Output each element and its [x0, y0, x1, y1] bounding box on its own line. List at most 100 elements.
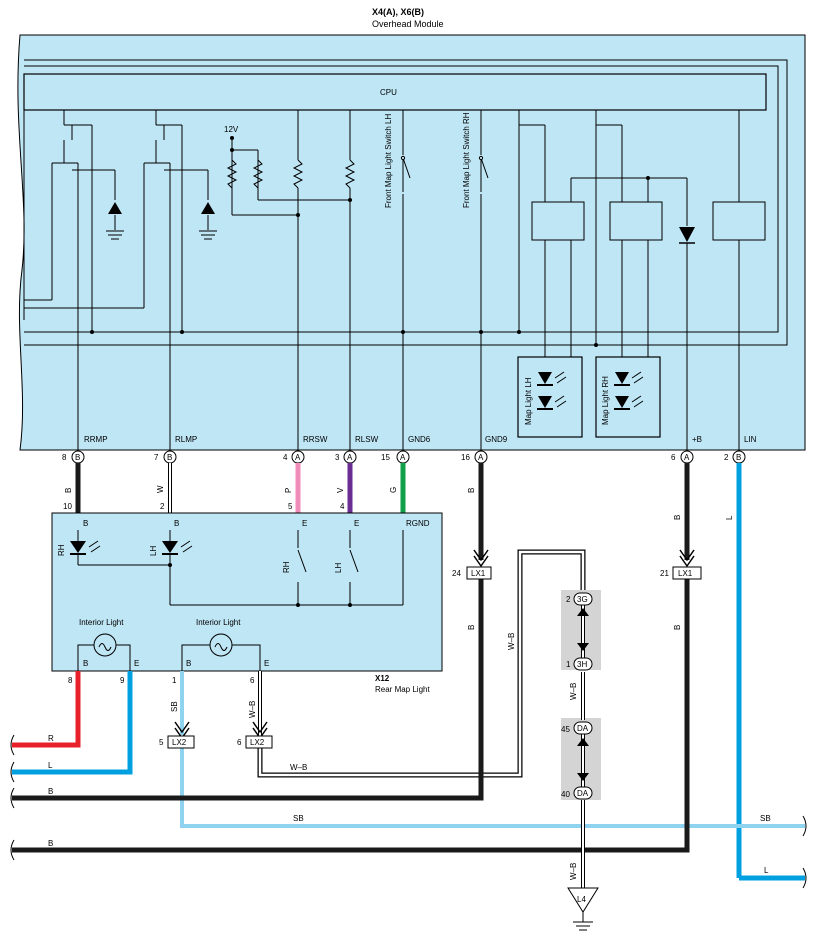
- svg-text:6: 6: [671, 453, 676, 462]
- x12-code: X12: [375, 674, 390, 683]
- term-lin: LIN: [744, 435, 757, 444]
- svg-text:3G: 3G: [577, 595, 588, 604]
- svg-text:3: 3: [335, 453, 340, 462]
- svg-text:SB: SB: [760, 814, 771, 823]
- svg-text:B: B: [673, 625, 682, 630]
- connector-3g: 2 3G: [566, 592, 593, 606]
- ground-l4: L4: [567, 887, 599, 931]
- term-rlsw: RLSW: [355, 435, 379, 444]
- svg-text:2: 2: [566, 595, 571, 604]
- svg-text:B: B: [83, 519, 88, 528]
- module-code: X4(A), X6(B): [372, 7, 424, 17]
- connector-lx1-b: 21 LX1: [660, 549, 702, 580]
- svg-text:6: 6: [250, 676, 255, 685]
- wires-upper: [75, 463, 805, 881]
- connector-da-top: 45 DA: [561, 721, 593, 735]
- svg-text:21: 21: [660, 569, 669, 578]
- svg-text:2: 2: [160, 502, 165, 511]
- overhead-module: CPU: [17, 34, 806, 455]
- svg-text:16: 16: [461, 453, 470, 462]
- svg-text:SB: SB: [170, 701, 179, 712]
- svg-text:L: L: [48, 761, 53, 770]
- svg-text:R: R: [48, 734, 54, 743]
- module-name: Overhead Module: [372, 19, 444, 29]
- svg-text:L4: L4: [577, 895, 586, 904]
- svg-text:DA: DA: [577, 789, 589, 798]
- wire-color-labels: B W P V G B B L: [64, 485, 734, 520]
- svg-text:24: 24: [452, 569, 461, 578]
- svg-text:10: 10: [63, 502, 72, 511]
- connector-lx1-gnd: 24 LX1: [452, 549, 492, 580]
- svg-text:B: B: [64, 488, 73, 493]
- svg-text:Interior Light: Interior Light: [196, 618, 241, 627]
- svg-text:LX2: LX2: [172, 738, 187, 747]
- svg-text:B: B: [174, 519, 179, 528]
- svg-text:7: 7: [154, 453, 159, 462]
- svg-text:45: 45: [561, 725, 570, 734]
- map-light-lh-label: Map Light LH: [524, 377, 533, 425]
- term-rrmp: RRMP: [84, 435, 108, 444]
- svg-text:A: A: [684, 453, 690, 462]
- svg-text:B: B: [48, 839, 53, 848]
- cpu-label: CPU: [380, 88, 397, 97]
- svg-text:6: 6: [237, 738, 242, 747]
- svg-text:A: A: [347, 453, 353, 462]
- svg-text:LH: LH: [149, 546, 158, 556]
- svg-text:W–B: W–B: [290, 763, 307, 772]
- svg-text:Interior Light: Interior Light: [79, 618, 124, 627]
- connector-lx2-sb: 5 LX2: [159, 721, 195, 749]
- svg-text:2: 2: [724, 453, 729, 462]
- svg-text:RGND: RGND: [406, 519, 430, 528]
- svg-text:4: 4: [340, 502, 345, 511]
- connector-3h: 1 3H: [566, 657, 593, 671]
- term-rlmp: RLMP: [175, 435, 197, 444]
- svg-text:A: A: [400, 453, 406, 462]
- svg-text:P: P: [284, 488, 293, 493]
- svg-text:W–B: W–B: [569, 683, 578, 700]
- svg-text:5: 5: [159, 738, 164, 747]
- svg-text:W–B: W–B: [248, 701, 257, 718]
- svg-text:B: B: [83, 659, 88, 668]
- lower-wire-labels: R L B B SB SB L W–B B B SB W–B W–B W–B W…: [48, 625, 771, 880]
- map-light-rh-label: Map Light RH: [601, 376, 610, 425]
- svg-text:L: L: [764, 866, 769, 875]
- svg-text:E: E: [302, 519, 307, 528]
- svg-text:LX1: LX1: [471, 569, 486, 578]
- svg-text:E: E: [264, 659, 269, 668]
- svg-text:B: B: [48, 787, 53, 796]
- svg-text:SB: SB: [293, 814, 304, 823]
- svg-text:15: 15: [381, 453, 390, 462]
- svg-text:9: 9: [120, 676, 125, 685]
- term-gnd6: GND6: [408, 435, 431, 444]
- svg-text:W: W: [156, 485, 165, 493]
- svg-text:1: 1: [566, 660, 571, 669]
- connector-lx2-wb: 6 LX2: [237, 721, 273, 749]
- svg-text:1: 1: [172, 676, 177, 685]
- svg-text:B: B: [75, 453, 80, 462]
- term-plusb: +B: [692, 435, 702, 444]
- svg-text:G: G: [389, 487, 398, 493]
- svg-text:40: 40: [561, 790, 570, 799]
- term-gnd9: GND9: [485, 435, 508, 444]
- term-rrsw: RRSW: [303, 435, 328, 444]
- svg-text:L: L: [725, 515, 734, 520]
- svg-text:3H: 3H: [577, 660, 587, 669]
- wires-lower: [12, 549, 805, 853]
- svg-text:W–B: W–B: [507, 633, 516, 650]
- svg-text:E: E: [354, 519, 359, 528]
- svg-text:B: B: [167, 453, 172, 462]
- harness-edge-marks: [10, 734, 807, 889]
- connector-da-bottom: 40 DA: [561, 786, 593, 800]
- svg-text:DA: DA: [577, 724, 589, 733]
- svg-text:B: B: [467, 625, 476, 630]
- svg-text:5: 5: [288, 502, 293, 511]
- svg-text:V: V: [336, 487, 345, 493]
- svg-text:W–B: W–B: [569, 863, 578, 880]
- switch-rh-label: Front Map Light Switch RH: [462, 112, 471, 208]
- switch-lh-label: Front Map Light Switch LH: [384, 114, 393, 208]
- svg-text:8: 8: [68, 676, 73, 685]
- svg-text:A: A: [295, 453, 301, 462]
- svg-text:RH: RH: [57, 544, 66, 556]
- svg-text:LH: LH: [334, 563, 343, 573]
